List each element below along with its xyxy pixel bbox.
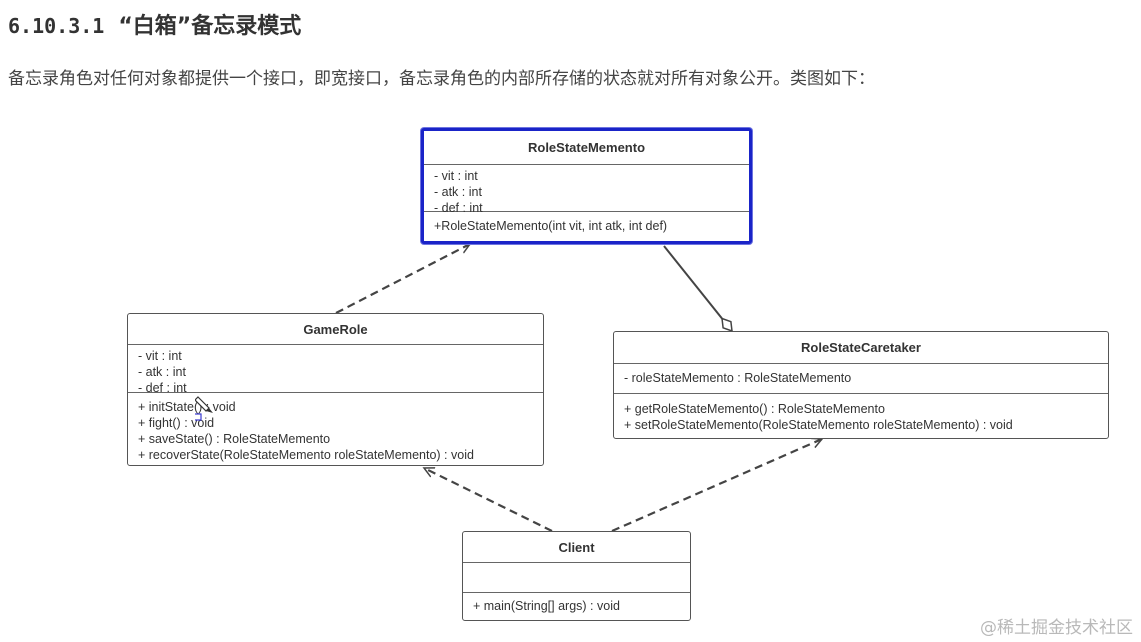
method: + recoverState(RoleStateMemento roleStat… — [138, 448, 474, 462]
methods-section: + getRoleStateMemento() : RoleStateMemen… — [614, 394, 1108, 433]
attribute: - atk : int — [434, 185, 482, 199]
class-name: Client — [463, 532, 690, 563]
class-name: RoleStateMemento — [424, 131, 749, 165]
method: + initState() : void — [138, 400, 236, 414]
class-game-role[interactable]: GameRole - vit : int - atk : int - def :… — [127, 313, 544, 466]
attributes-section: - roleStateMemento : RoleStateMemento — [614, 364, 1108, 394]
method: + main(String[] args) : void — [473, 599, 620, 613]
methods-section: + initState() : void + fight() : void + … — [128, 393, 543, 463]
method: + setRoleStateMemento(RoleStateMemento r… — [624, 418, 1013, 432]
dependency-client-caretaker — [611, 439, 822, 533]
methods-section: + main(String[] args) : void — [463, 593, 690, 614]
attributes-section: - vit : int - atk : int - def : int — [128, 345, 543, 395]
attribute: - vit : int — [434, 169, 478, 183]
method: +RoleStateMemento(int vit, int atk, int … — [434, 219, 668, 233]
section-heading: 6.10.3.1 “白箱”备忘录模式 — [8, 8, 301, 40]
method: + saveState() : RoleStateMemento — [138, 432, 331, 446]
section-number: 6.10.3.1 — [8, 14, 105, 38]
dependency-gamerole-memento — [335, 243, 470, 314]
methods-section: +RoleStateMemento(int vit, int atk, int … — [424, 212, 749, 234]
class-name: GameRole — [128, 314, 543, 345]
watermark: @稀土掘金技术社区 — [980, 618, 1133, 638]
attribute: - def : int — [434, 201, 483, 215]
class-name: RoleStateCaretaker — [614, 332, 1108, 364]
attributes-section: - vit : int - atk : int - def : int — [424, 165, 749, 215]
class-role-state-memento[interactable]: RoleStateMemento - vit : int - atk : int… — [421, 128, 752, 244]
method: + getRoleStateMemento() : RoleStateMemen… — [624, 402, 885, 416]
class-role-state-caretaker[interactable]: RoleStateCaretaker - roleStateMemento : … — [613, 331, 1109, 439]
attributes-section — [463, 563, 690, 593]
attribute: - def : int — [138, 381, 187, 395]
class-client[interactable]: Client + main(String[] args) : void — [462, 531, 691, 621]
dependency-client-gamerole — [424, 467, 553, 532]
attribute: - vit : int — [138, 349, 182, 363]
attribute: - atk : int — [138, 365, 186, 379]
description-paragraph: 备忘录角色对任何对象都提供一个接口，即宽接口，备忘录角色的内部所存储的状态就对所… — [8, 69, 875, 89]
section-title: “白箱”备忘录模式 — [118, 14, 302, 39]
attribute: - roleStateMemento : RoleStateMemento — [624, 371, 852, 385]
mouse-cursor-icon — [195, 396, 213, 421]
aggregation-caretaker-memento — [663, 245, 732, 331]
